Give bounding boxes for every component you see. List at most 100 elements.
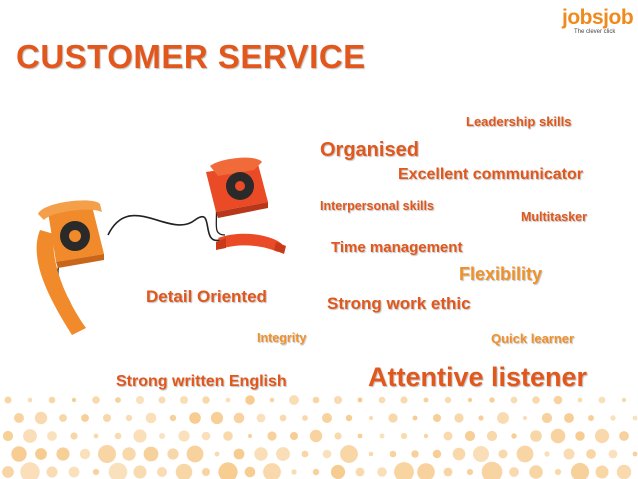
decorative-dot bbox=[245, 395, 255, 405]
decorative-dot bbox=[423, 397, 429, 403]
decorative-dot bbox=[330, 464, 346, 479]
decorative-dot bbox=[79, 448, 91, 460]
logo: jobsjob The clever click bbox=[562, 6, 634, 36]
decorative-dot bbox=[541, 412, 553, 424]
decorative-dot bbox=[369, 416, 373, 420]
decorative-dot bbox=[267, 431, 277, 441]
decorative-dot bbox=[550, 428, 566, 444]
decorative-dot bbox=[59, 414, 67, 422]
decorative-dot bbox=[509, 467, 519, 477]
decorative-dot bbox=[175, 463, 193, 479]
decorative-dot bbox=[322, 449, 332, 459]
decorative-dot bbox=[511, 433, 517, 439]
decorative-dot bbox=[133, 429, 147, 443]
decorative-dot bbox=[214, 451, 220, 457]
decorative-dot bbox=[202, 396, 210, 404]
decorative-dot bbox=[202, 468, 210, 476]
logo-tagline: The clever click bbox=[574, 29, 616, 35]
skill-word: Excellent communicator bbox=[398, 166, 583, 183]
skill-word: Strong work ethic bbox=[327, 294, 471, 313]
decorative-dot bbox=[423, 433, 429, 439]
skill-word: Strong written English bbox=[116, 373, 287, 390]
decorative-dot bbox=[340, 445, 358, 463]
decorative-dot bbox=[334, 396, 342, 404]
decorative-dot bbox=[46, 466, 58, 478]
decorative-dot bbox=[530, 430, 542, 442]
decorative-dot bbox=[81, 414, 89, 422]
decorative-dot bbox=[564, 413, 574, 423]
skill-word: Integrity bbox=[257, 331, 307, 345]
decorative-dot bbox=[610, 415, 616, 421]
decorative-dot bbox=[400, 432, 408, 440]
decorative-dot bbox=[577, 397, 583, 403]
decorative-dot bbox=[444, 396, 452, 404]
decorative-dot bbox=[244, 466, 256, 478]
decorative-dot bbox=[411, 450, 419, 458]
decorative-dots bbox=[2, 395, 638, 479]
decorative-dot bbox=[289, 395, 299, 405]
decorative-dot bbox=[378, 396, 386, 404]
decorative-dot bbox=[322, 413, 332, 423]
decorative-dot bbox=[20, 462, 40, 479]
decorative-dot bbox=[56, 447, 70, 461]
decorative-dot bbox=[473, 446, 489, 462]
decorative-dot bbox=[432, 449, 442, 459]
skill-word: Organised bbox=[320, 139, 419, 161]
decorative-dot bbox=[93, 433, 99, 439]
decorative-dot bbox=[632, 415, 638, 421]
decorative-dot bbox=[103, 414, 111, 422]
decorative-dot bbox=[201, 431, 211, 441]
decorative-dot bbox=[23, 429, 37, 443]
decorative-dot bbox=[2, 430, 14, 442]
decorative-dot bbox=[136, 396, 144, 404]
decorative-dot bbox=[467, 397, 473, 403]
decorative-dot bbox=[616, 464, 632, 479]
decorative-dot bbox=[108, 462, 128, 479]
skill-word: Leadership skills bbox=[466, 114, 572, 129]
decorative-dot bbox=[489, 397, 495, 403]
decorative-dot bbox=[92, 396, 100, 404]
decorative-dot bbox=[35, 448, 47, 460]
decorative-dot bbox=[516, 445, 534, 463]
decorative-dot bbox=[368, 451, 374, 457]
decorative-dot bbox=[608, 449, 618, 459]
slide-title: CUSTOMER SERVICE bbox=[16, 38, 366, 75]
decorative-dot bbox=[189, 412, 201, 424]
skill-word: Attentive listener bbox=[368, 362, 588, 392]
skill-word: Detail Oriented bbox=[146, 287, 267, 306]
logo-text: jobsjob bbox=[562, 6, 634, 29]
decorative-dot bbox=[233, 448, 245, 460]
decorative-dot bbox=[452, 447, 466, 461]
skill-word: Interpersonal skills bbox=[320, 199, 434, 213]
decorative-dot bbox=[2, 466, 14, 478]
decorative-dot bbox=[34, 411, 48, 425]
decorative-dot bbox=[125, 414, 133, 422]
decorative-dot bbox=[466, 468, 474, 476]
decorative-dot bbox=[394, 462, 414, 479]
decorative-dot bbox=[464, 430, 476, 442]
decorative-dot bbox=[11, 446, 27, 462]
decorative-dot bbox=[157, 467, 167, 477]
decorative-dot bbox=[486, 430, 498, 442]
decorative-dot bbox=[510, 396, 518, 404]
decorative-dot bbox=[598, 396, 606, 404]
decorative-dot bbox=[27, 397, 33, 403]
decorative-dot bbox=[114, 432, 122, 440]
decorative-dot bbox=[301, 450, 309, 458]
decorative-dot bbox=[389, 450, 397, 458]
decorative-dot bbox=[588, 415, 594, 421]
telephones-image bbox=[36, 157, 286, 335]
decorative-dot bbox=[248, 434, 252, 438]
skill-word: Multitasker bbox=[521, 210, 587, 224]
decorative-dot bbox=[269, 397, 275, 403]
decorative-dot bbox=[594, 428, 610, 444]
decorative-dot bbox=[158, 396, 166, 404]
decorative-dot bbox=[621, 397, 627, 403]
decorative-dot bbox=[632, 451, 638, 457]
decorative-dot bbox=[256, 413, 266, 423]
decorative-dot bbox=[68, 466, 80, 478]
decorative-dot bbox=[563, 448, 575, 460]
decorative-dot bbox=[98, 445, 116, 463]
decorative-dot bbox=[312, 396, 320, 404]
